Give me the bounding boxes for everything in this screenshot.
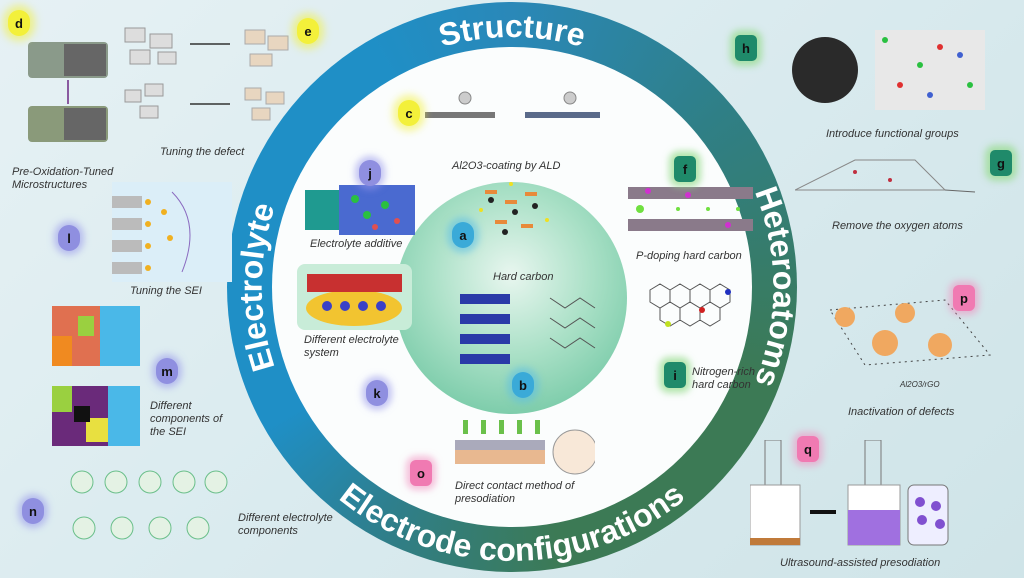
al2o3-figure bbox=[425, 91, 600, 118]
badge-k: k bbox=[366, 380, 388, 406]
badge-o: o bbox=[410, 460, 432, 486]
electrolyte-components-figure bbox=[70, 470, 228, 540]
nitrogen-doped-figure bbox=[649, 283, 731, 327]
badge-n: n bbox=[22, 498, 44, 524]
caption-tuning-defect: Tuning the defect bbox=[160, 146, 245, 158]
ultrasound-figure bbox=[750, 440, 949, 546]
caption-ultrasound: Ultrasound-assisted presodiation bbox=[780, 557, 941, 569]
caption-al2o3-rgo: Al2O3/rGO bbox=[900, 380, 940, 389]
caption-p-doping: P-doping hard carbon bbox=[636, 250, 742, 262]
badge-q: q bbox=[797, 436, 819, 462]
badge-f: f bbox=[674, 156, 696, 182]
badge-j: j bbox=[359, 160, 381, 186]
badge-a: a bbox=[452, 222, 474, 248]
badge-e: e bbox=[297, 18, 319, 44]
badge-l: l bbox=[58, 225, 80, 251]
electrolyte-system-figure bbox=[297, 264, 412, 330]
badge-m: m bbox=[156, 358, 178, 384]
caption-introduce-groups: Introduce functional groups bbox=[826, 128, 959, 140]
badge-c: c bbox=[398, 100, 420, 126]
caption-al2o3: Al2O3-coating by ALD bbox=[452, 160, 561, 172]
badge-p: p bbox=[953, 285, 975, 311]
electrolyte-additive-figure bbox=[305, 185, 415, 235]
direct-contact-figure bbox=[455, 420, 595, 475]
caption-inactivation: Inactivation of defects bbox=[848, 406, 955, 418]
badge-d: d bbox=[8, 10, 30, 36]
pre-oxidation-figure bbox=[28, 42, 108, 142]
tuning-defect-figure bbox=[124, 27, 289, 121]
caption-electrolyte-additive: Electrolyte additive bbox=[310, 238, 403, 250]
badge-g: g bbox=[990, 150, 1012, 176]
sei-figure bbox=[112, 182, 232, 282]
ring-label-structure: Structure bbox=[435, 8, 589, 54]
ring-label-electrolyte: Electrolyte bbox=[233, 198, 282, 375]
p-doping-figure bbox=[628, 187, 753, 231]
al2o3-rgo-figure bbox=[829, 299, 991, 366]
sei-components-figure bbox=[52, 306, 140, 446]
remove-oxygen-figure bbox=[795, 159, 976, 193]
caption-remove-oxygen: Remove the oxygen atoms bbox=[832, 220, 963, 232]
functional-groups-figure bbox=[792, 30, 985, 110]
badge-b: b bbox=[512, 372, 534, 398]
badge-h: h bbox=[735, 35, 757, 61]
storage-mechanism-figure bbox=[460, 294, 596, 364]
caption-tuning-sei: Tuning the SEI bbox=[130, 285, 202, 297]
hard-carbon-structure bbox=[479, 182, 549, 235]
hard-carbon-core bbox=[395, 182, 627, 414]
caption-hard-carbon: Hard carbon bbox=[493, 271, 554, 283]
badge-i: i bbox=[664, 362, 686, 388]
